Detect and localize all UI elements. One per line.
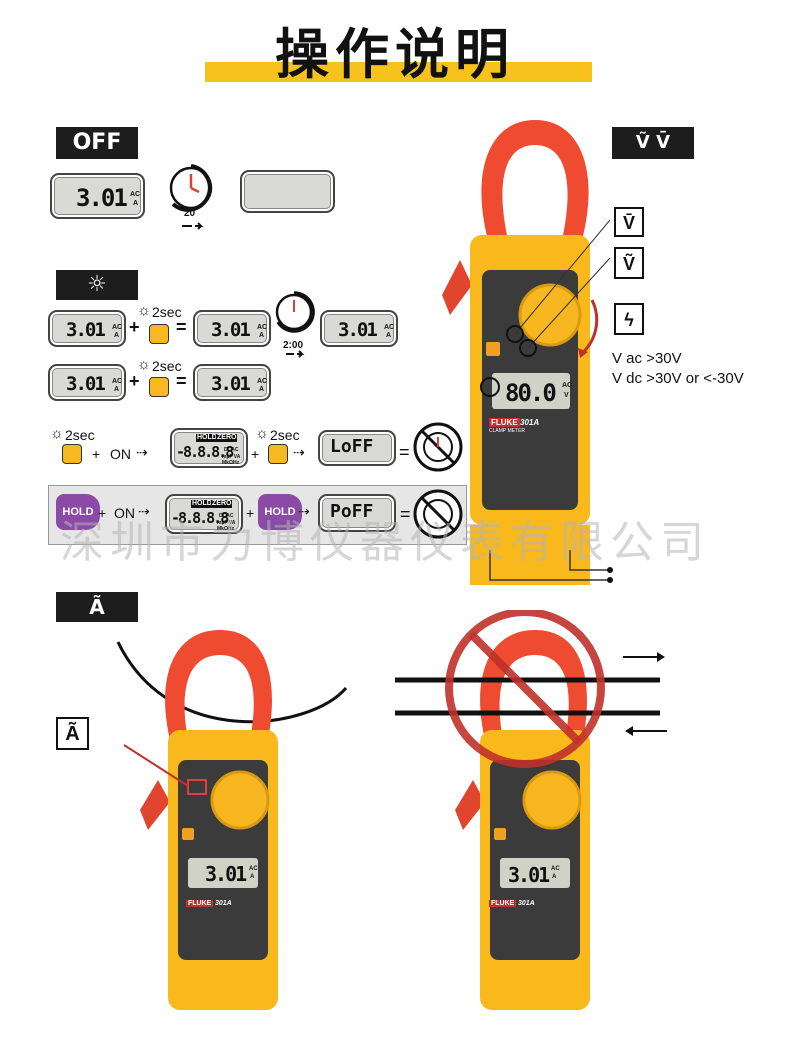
- section-tag-amp: Ã: [56, 592, 138, 622]
- backlight-icon: ☼: [50, 425, 64, 442]
- meter-model: 301A: [215, 900, 232, 907]
- hold-button[interactable]: HOLD: [56, 494, 100, 530]
- backlight-timer-icon: [275, 291, 315, 358]
- dc-volt-icon: V̄: [614, 207, 644, 237]
- ac-amp-icon: Ã: [56, 717, 89, 750]
- meter-subtitle: CLAMP METER: [489, 428, 526, 434]
- plus-sign: +: [129, 371, 140, 391]
- clamp-on-conductor-illustration: [116, 630, 348, 1010]
- plus-sign: +: [251, 446, 260, 462]
- section-tag-volt: Ṽ V̄: [612, 127, 694, 159]
- meter-unit: AC: [249, 866, 258, 872]
- meter-unit: AC: [551, 866, 560, 872]
- no-auto-off-icon: [413, 422, 463, 472]
- meter-reading: 3.01: [508, 863, 550, 887]
- lcd-blank: [240, 170, 335, 213]
- hold-button[interactable]: HOLD: [258, 494, 302, 530]
- timer-label: 2:00: [283, 340, 304, 351]
- lcd-all-segments: HOLD ZERO -8.8.8.8 DCAC mµF VA MkΩHz: [165, 494, 243, 534]
- dc-threshold-note: V dc >30V or <-30V: [612, 370, 744, 387]
- lcd-reading-lit: 3.01 AC A: [48, 364, 126, 401]
- backlight-icon: ☼: [255, 425, 269, 442]
- plus-sign: +: [246, 505, 255, 521]
- backlight-button[interactable]: [268, 444, 288, 464]
- section-tag-off: OFF: [56, 127, 138, 159]
- meter-model: 301A: [518, 900, 535, 907]
- arrow-icon: ⇢: [293, 444, 305, 460]
- press-duration-label: 2sec: [152, 358, 182, 374]
- equals-sign: =: [176, 317, 187, 337]
- plus-sign: +: [98, 505, 107, 521]
- clamp-meter-illustration: [442, 120, 613, 585]
- backlight-icon: ☼: [137, 302, 151, 319]
- title-highlight-bar: [205, 62, 592, 82]
- backlight-button[interactable]: [62, 444, 82, 464]
- lcd-reading-lit: 3.01 AC A: [193, 310, 271, 347]
- equals-sign: =: [400, 504, 411, 524]
- lcd-result: LoFF: [318, 430, 396, 466]
- arrow-icon: ⇢: [298, 503, 310, 519]
- hold-row-panel: [48, 485, 467, 545]
- lcd-reading: 3.01 AC A: [48, 310, 126, 347]
- lcd-result: PoFF: [318, 494, 396, 532]
- arrow-icon: ⇢: [136, 444, 148, 460]
- lcd-reading: 3.01 AC A: [193, 364, 271, 401]
- lcd-reading: 3.01 AC A: [50, 173, 145, 219]
- meter-unit: A: [552, 874, 557, 880]
- wrong-clamp-illustration: [395, 610, 667, 1010]
- backlight-icon: ☼: [137, 356, 151, 373]
- no-auto-off-icon: [413, 489, 463, 539]
- meter-unit: V: [564, 392, 569, 399]
- press-duration-label: 2sec: [65, 427, 95, 443]
- timer-label: 20: [184, 208, 196, 219]
- equals-sign: =: [399, 442, 410, 462]
- on-label: ON: [114, 505, 135, 521]
- press-duration-label: 2sec: [270, 427, 300, 443]
- ac-threshold-note: V ac >30V: [612, 350, 682, 367]
- meter-brand: FLUKE: [186, 900, 214, 907]
- on-label: ON: [110, 446, 131, 462]
- press-duration-label: 2sec: [152, 304, 182, 320]
- meter-brand: FLUKE: [489, 418, 520, 427]
- meter-model: 301A: [520, 418, 540, 427]
- plus-sign: +: [92, 446, 101, 462]
- hazard-voltage-icon: ϟ: [614, 303, 644, 335]
- auto-off-timer-icon: [169, 164, 213, 230]
- lcd-all-segments: HOLD ZERO -8.8.8.8 DCAC mµF VA MkΩHz: [170, 428, 248, 468]
- arrow-icon: ⇢: [138, 503, 150, 519]
- backlight-button[interactable]: [149, 324, 169, 344]
- meter-reading: 80.0: [505, 379, 557, 407]
- page-title: 操作说明: [275, 23, 515, 86]
- ac-volt-icon: Ṽ: [614, 247, 644, 279]
- meter-brand: FLUKE: [489, 900, 517, 907]
- meter-unit: AC: [562, 382, 573, 389]
- backlight-button[interactable]: [149, 377, 169, 397]
- section-tag-backlight: ☼: [56, 270, 138, 300]
- watermark: 深圳市力博仪器仪表有限公司: [60, 517, 710, 568]
- plus-sign: +: [129, 317, 140, 337]
- meter-unit: A: [250, 874, 255, 880]
- equals-sign: =: [176, 371, 187, 391]
- lcd-reading: 3.01 AC A: [320, 310, 398, 347]
- meter-reading: 3.01: [205, 862, 247, 886]
